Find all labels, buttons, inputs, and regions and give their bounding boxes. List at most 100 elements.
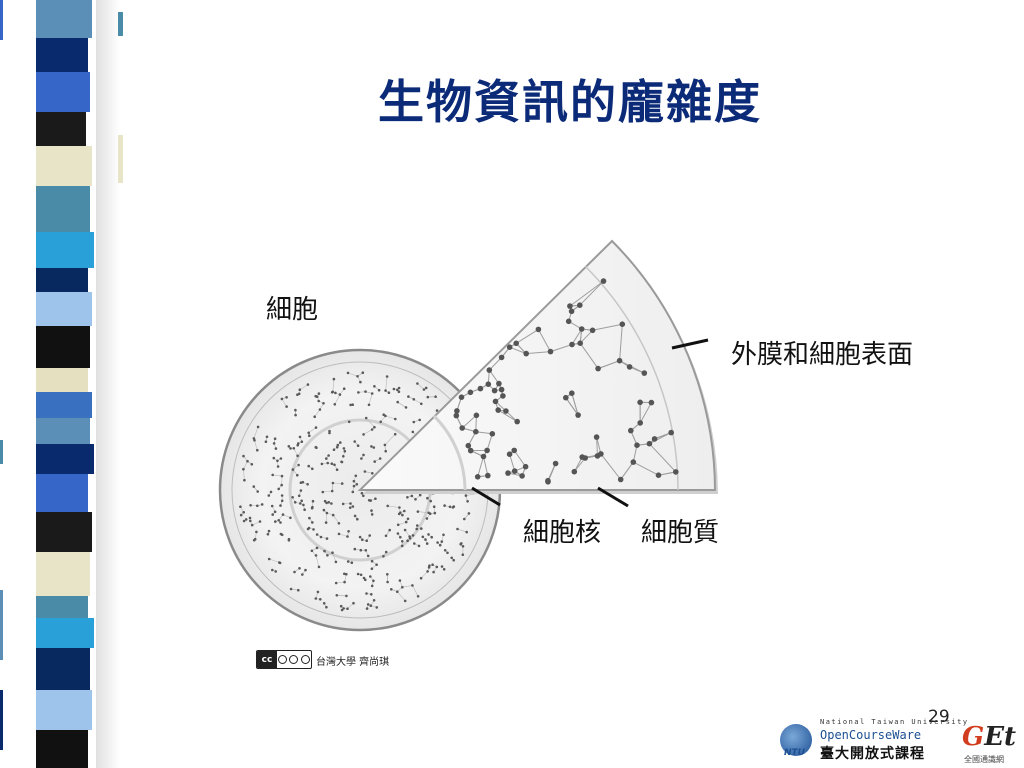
network-edge — [537, 329, 551, 352]
stripe-band — [36, 292, 92, 326]
network-node — [274, 447, 278, 450]
network-node — [486, 367, 493, 373]
network-node — [335, 468, 339, 471]
network-node — [593, 434, 600, 440]
network-node — [362, 433, 365, 436]
network-node — [317, 565, 321, 569]
network-node — [491, 387, 498, 394]
network-node — [373, 460, 376, 463]
network-node — [456, 527, 459, 531]
network-edge — [252, 521, 261, 526]
network-edge — [385, 376, 388, 391]
network-node — [310, 506, 314, 510]
network-edge — [417, 511, 429, 514]
network-node — [375, 563, 378, 566]
network-edge — [579, 280, 604, 306]
network-edge — [338, 533, 348, 537]
network-node — [477, 385, 484, 392]
stripe-band — [36, 444, 94, 474]
network-node — [279, 457, 283, 460]
network-node — [327, 501, 331, 504]
network-node — [349, 403, 352, 407]
network-node — [364, 416, 368, 420]
network-node — [280, 499, 284, 503]
network-node — [345, 594, 348, 598]
network-edge — [569, 280, 604, 307]
network-node — [249, 504, 252, 507]
network-node — [416, 510, 420, 513]
network-edge — [331, 482, 334, 492]
network-node — [330, 489, 334, 493]
network-node — [388, 528, 391, 532]
network-node — [454, 408, 460, 414]
network-node — [582, 455, 588, 461]
slide-title: 生物資訊的龐雜度 — [378, 75, 762, 129]
ocw-university-text: National Taiwan University — [820, 718, 969, 726]
network-node — [390, 588, 393, 591]
network-node — [523, 350, 529, 357]
network-node — [396, 388, 399, 392]
network-edge — [649, 432, 672, 445]
network-node — [322, 508, 326, 512]
network-node — [356, 572, 360, 576]
network-node — [255, 530, 258, 534]
network-node — [322, 602, 326, 605]
network-node — [312, 528, 315, 531]
network-edge — [334, 394, 341, 405]
network-node — [265, 435, 269, 439]
network-edge — [253, 426, 259, 439]
network-node — [569, 341, 575, 348]
network-node — [505, 470, 511, 476]
network-node — [424, 386, 428, 390]
network-node — [271, 513, 274, 516]
network-node — [280, 494, 284, 497]
stripe-band — [36, 112, 86, 146]
network-node — [589, 327, 596, 334]
network-node — [340, 460, 344, 464]
network-node — [385, 375, 389, 378]
network-node — [347, 530, 350, 533]
network-node — [258, 520, 262, 523]
network-node — [314, 445, 318, 449]
network-edge — [457, 528, 467, 533]
network-node — [350, 561, 354, 564]
network-edge — [299, 384, 309, 390]
wedge-network — [453, 278, 679, 485]
network-edge — [336, 581, 345, 584]
network-node — [398, 506, 401, 509]
network-node — [346, 560, 350, 563]
network-node — [473, 428, 479, 435]
network-node — [311, 499, 315, 503]
network-node — [485, 381, 492, 387]
network-node — [320, 462, 324, 466]
ocw-logo[interactable]: NTU National Taiwan University OpenCours… — [780, 716, 1018, 766]
network-node — [292, 447, 296, 450]
cc-license-badge[interactable]: cc — [256, 650, 312, 669]
network-node — [297, 494, 301, 498]
network-node — [304, 568, 307, 572]
network-node — [440, 540, 444, 543]
network-node — [306, 383, 310, 386]
network-node — [289, 516, 292, 520]
network-node — [418, 418, 421, 422]
network-edge — [509, 346, 527, 355]
network-node — [442, 533, 445, 537]
network-node — [443, 549, 447, 552]
network-node — [600, 278, 607, 284]
network-node — [356, 517, 359, 521]
stripe-band — [36, 690, 92, 730]
stripe-band — [36, 268, 88, 292]
network-node — [545, 477, 551, 484]
network-node — [461, 545, 465, 548]
network-node — [595, 365, 601, 372]
network-node — [294, 408, 297, 412]
network-node — [266, 532, 270, 536]
stripe-band — [36, 418, 90, 444]
network-node — [314, 597, 318, 600]
network-node — [500, 393, 506, 399]
network-node — [370, 567, 374, 570]
network-node — [306, 483, 309, 486]
network-node — [401, 540, 404, 543]
network-node — [338, 393, 342, 396]
network-node — [400, 544, 404, 548]
